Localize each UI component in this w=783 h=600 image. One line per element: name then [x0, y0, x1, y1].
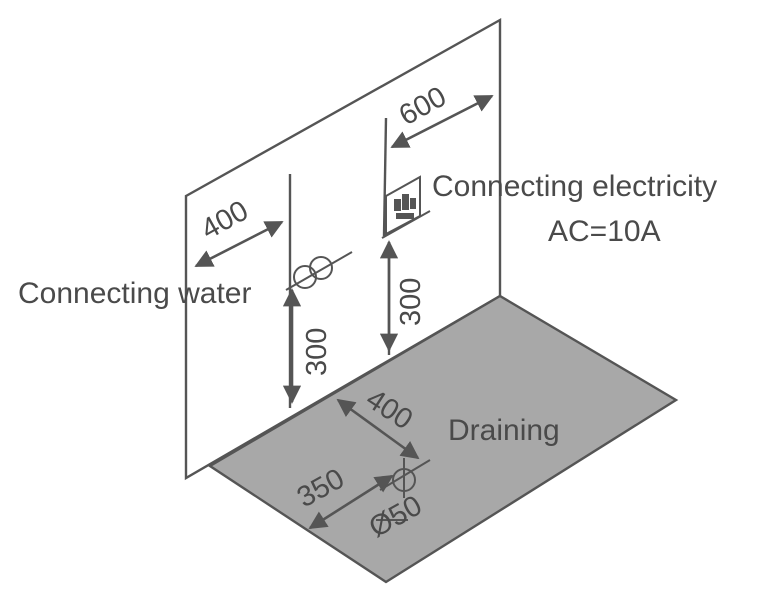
water-valve-icon	[285, 251, 353, 291]
electricity-height-dim: 300	[395, 278, 427, 326]
drain-depth-dim-arrow	[336, 398, 420, 460]
electrical-socket-icon	[381, 175, 431, 239]
electricity-rating-label: AC=10A	[548, 215, 661, 248]
drain-side-dim-arrow	[308, 474, 394, 530]
draining-label: Draining	[448, 414, 560, 447]
connecting-water-label: Connecting water	[18, 277, 251, 310]
electricity-horizontal-dim-arrow	[390, 94, 494, 149]
water-horizontal-dim-arrow	[194, 220, 284, 268]
water-height-dim: 300	[301, 328, 333, 376]
drain-pipe-icon	[376, 458, 431, 521]
electricity-line	[382, 117, 388, 237]
connecting-electricity-label: Connecting electricity	[432, 170, 717, 203]
